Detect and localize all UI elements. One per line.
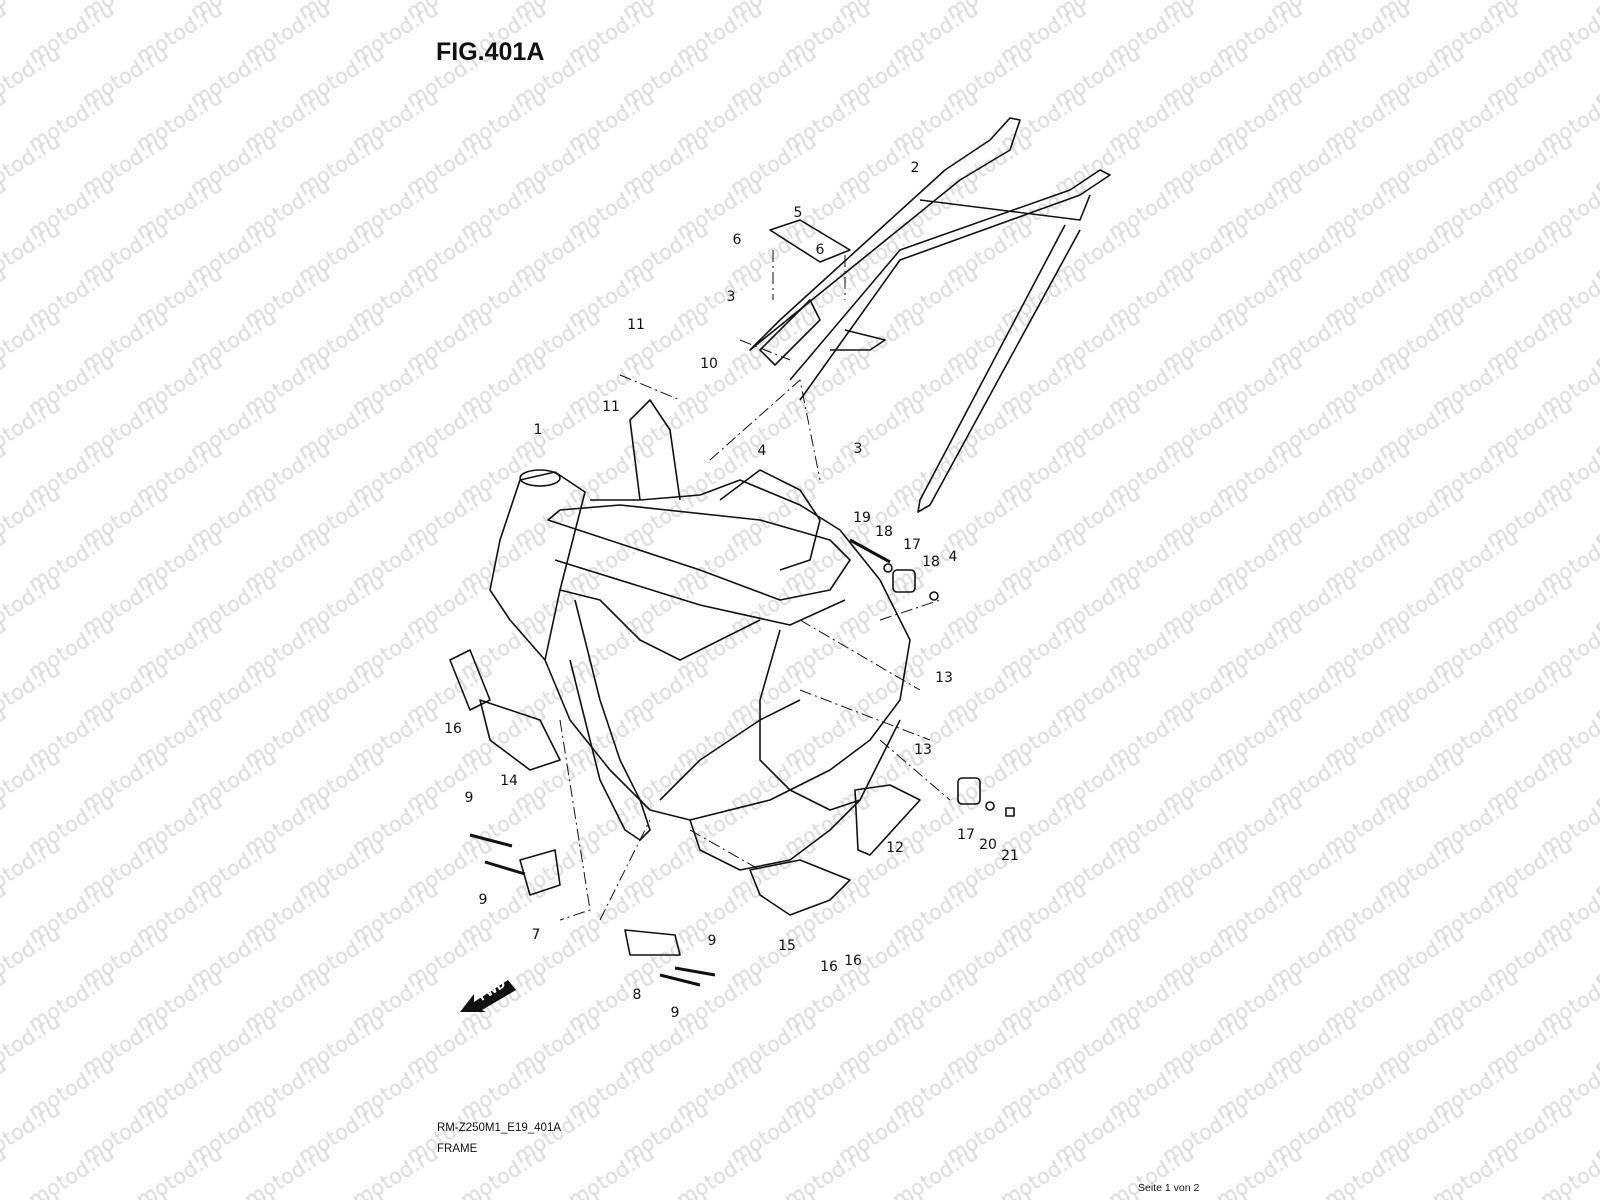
callout-label: 19 — [853, 510, 871, 526]
callout-label: 1 — [533, 422, 543, 438]
callout-label: 4 — [948, 549, 958, 565]
callout-label: 8 — [632, 987, 642, 1003]
callout-label: 2 — [910, 160, 920, 176]
callout-label: 4 — [757, 443, 767, 459]
parts — [449, 538, 1015, 987]
callout-label: 18 — [875, 524, 893, 540]
callout-label: 11 — [627, 317, 645, 333]
callout-label: 9 — [464, 790, 474, 806]
callout-label: 3 — [726, 289, 736, 305]
callout-label: 14 — [500, 773, 518, 789]
model-code: RM-Z250M1_E19_401A — [437, 1122, 562, 1134]
callout-label: 5 — [793, 205, 803, 221]
rear-subframe — [749, 117, 1111, 513]
callout-label: 6 — [815, 242, 825, 258]
callout-label: 16 — [444, 721, 462, 737]
callout-label: 13 — [935, 670, 953, 686]
figure-title: FIG.401A — [436, 38, 545, 66]
callout-label: 7 — [531, 927, 541, 943]
callout-label: 13 — [914, 742, 932, 758]
callout-label: 3 — [853, 441, 863, 457]
callout-label: 16 — [820, 959, 838, 975]
callout-label: 15 — [778, 938, 796, 954]
callout-label: 11 — [602, 399, 620, 415]
callout-label: 21 — [1001, 848, 1019, 864]
callout-label: 9 — [670, 1005, 680, 1021]
callout-label: 18 — [922, 554, 940, 570]
callout-label: 17 — [957, 827, 975, 843]
callout-label: 16 — [844, 953, 862, 969]
fwd-arrow-icon: FWD — [458, 972, 520, 1016]
callout-label: 9 — [707, 933, 717, 949]
callout-label: 9 — [478, 892, 488, 908]
callout-label: 12 — [886, 840, 904, 856]
section-name: FRAME — [437, 1143, 478, 1155]
callout-label: 6 — [732, 232, 742, 248]
callout-label: 17 — [903, 537, 921, 553]
page-indicator: Seite 1 von 2 — [1138, 1182, 1200, 1194]
callout-label: 10 — [700, 356, 718, 372]
leader-lines — [559, 250, 951, 921]
main-frame — [489, 399, 911, 871]
callout-label: 20 — [979, 837, 997, 853]
